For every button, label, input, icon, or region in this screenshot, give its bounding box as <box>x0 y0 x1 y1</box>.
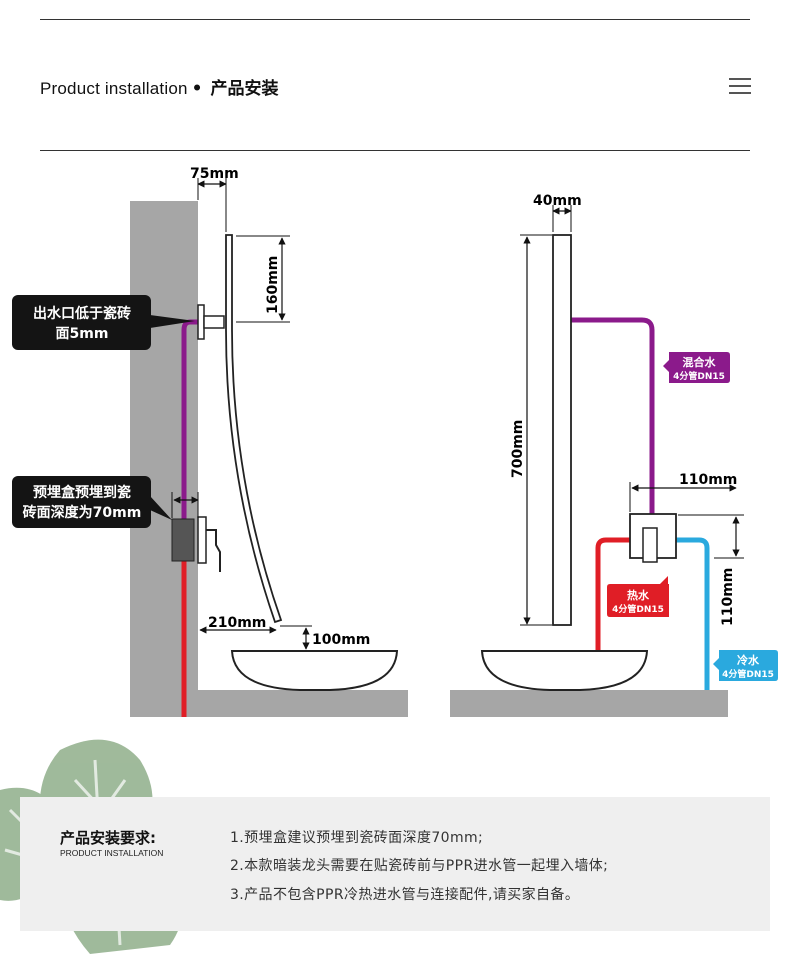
header-title-en: Product installation <box>40 79 188 98</box>
embedded-box-left <box>171 518 195 562</box>
tag-mixed-water: 混合水 4分管DN15 <box>663 352 730 383</box>
dim-110mm-width: 110mm <box>679 472 737 488</box>
floor-left <box>198 690 408 717</box>
tag-hot-water: 热水 4分管DN15 <box>607 576 669 617</box>
callout-box: 预埋盒预埋到瓷 砖面深度为70mm <box>12 476 172 528</box>
callout-outlet-line1: 出水口低于瓷砖 <box>33 305 131 322</box>
notes-subtitle: PRODUCT INSTALLATION <box>60 848 164 858</box>
hot-pipe-right <box>595 537 630 651</box>
tag-hot-line2: 4分管DN15 <box>612 603 664 615</box>
shower-panel <box>552 234 572 626</box>
valve-handle-right <box>642 527 658 563</box>
tag-hot-line1: 热水 <box>627 588 650 602</box>
callout-box-line2: 砖面深度为70mm <box>23 504 142 521</box>
cold-pipe-right <box>676 537 710 690</box>
left-diagram: 75mm 160mm 210mm 100mm 出水口低于瓷砖 面5mm 预埋盒预… <box>12 166 408 717</box>
dim-210mm: 210mm <box>208 615 266 631</box>
tag-mixed-line1: 混合水 <box>683 355 717 369</box>
callout-outlet: 出水口低于瓷砖 面5mm <box>12 295 195 350</box>
floor-right <box>450 690 728 717</box>
dim-100mm: 100mm <box>312 632 370 648</box>
notes-item-3: 3.产品不包含PPR冷热进水管与连接配件,请买家自备。 <box>230 887 580 903</box>
dim-700mm: 700mm <box>510 420 526 478</box>
dim-160mm: 160mm <box>265 256 281 314</box>
notes-item-1: 1.预埋盒建议预埋到瓷砖面深度70mm; <box>230 830 484 846</box>
notes-title: 产品安装要求: <box>60 829 156 847</box>
header-title-cn: 产品安装 <box>210 79 279 99</box>
faucet-spout <box>225 234 283 624</box>
mixed-pipe-left <box>181 319 198 520</box>
top-divider <box>40 19 750 20</box>
valve-handle-left <box>206 529 221 572</box>
header-separator: • <box>191 79 203 99</box>
installation-notes: 产品安装要求: PRODUCT INSTALLATION 1.预埋盒建议预埋到瓷… <box>20 797 770 931</box>
tag-mixed-line2: 4分管DN15 <box>673 370 725 382</box>
right-diagram: 40mm 700mm 110mm 110mm 混合水 4分管DN15 热水 4分… <box>450 193 778 717</box>
header-divider <box>40 150 750 151</box>
faucet-plate <box>197 304 205 340</box>
tag-cold-water: 冷水 4分管DN15 <box>713 650 778 681</box>
mixed-pipe-right <box>571 317 655 514</box>
basin-left <box>230 650 399 691</box>
dim-40mm: 40mm <box>533 193 582 209</box>
hamburger-menu-icon[interactable] <box>729 78 751 94</box>
callout-box-line1: 预埋盒预埋到瓷 <box>33 484 131 501</box>
callout-outlet-line2: 面5mm <box>56 326 109 342</box>
tag-cold-line1: 冷水 <box>737 653 760 667</box>
section-header: Product installation• 产品安装 <box>40 74 279 99</box>
tag-cold-line2: 4分管DN15 <box>722 668 774 680</box>
faucet-connector <box>203 315 225 329</box>
notes-item-2: 2.本款暗装龙头需要在贴瓷砖前与PPR进水管一起埋入墙体; <box>230 858 609 874</box>
basin-right <box>480 650 649 691</box>
wall-left <box>130 201 198 717</box>
valve-plate-left <box>197 516 207 564</box>
dim-75mm: 75mm <box>190 166 239 182</box>
dim-110mm-height: 110mm <box>720 568 736 626</box>
